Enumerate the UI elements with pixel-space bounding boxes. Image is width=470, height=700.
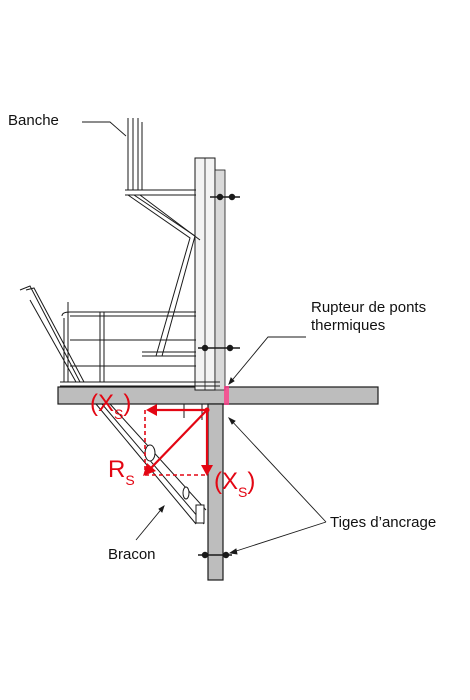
- banche-top: [125, 118, 196, 196]
- force-rs-sub: S: [125, 472, 135, 488]
- force-rs-main: R: [108, 456, 126, 483]
- formwork-wall: [214, 169, 226, 391]
- force-label-xs-horizontal: (XS): [90, 390, 132, 422]
- guard-rail: [19, 285, 220, 387]
- rupteur-element: [224, 386, 229, 405]
- label-rupteur-line2: thermiques: [311, 317, 386, 334]
- force-xs2-sub: S: [238, 484, 248, 500]
- force-label-rs: RS: [108, 456, 135, 488]
- force-xs-sub: S: [114, 406, 124, 422]
- concrete-wall: [207, 403, 224, 581]
- label-banche: Banche: [8, 112, 59, 129]
- label-tiges-ancrage: Tiges d’ancrage: [330, 514, 437, 531]
- force-xs-main: X: [98, 390, 115, 417]
- force-xs2-main: X: [222, 468, 239, 495]
- label-rupteur-line1: Rupteur de ponts: [311, 299, 427, 316]
- label-bracon: Bracon: [108, 546, 156, 563]
- leader-lines: [82, 121, 327, 555]
- bracon-brace: [95, 403, 207, 525]
- banche-struts: [127, 194, 201, 357]
- force-arrows: [143, 404, 213, 476]
- force-label-xs-vertical: (XS): [214, 468, 256, 500]
- anchor-bolts: [198, 193, 240, 559]
